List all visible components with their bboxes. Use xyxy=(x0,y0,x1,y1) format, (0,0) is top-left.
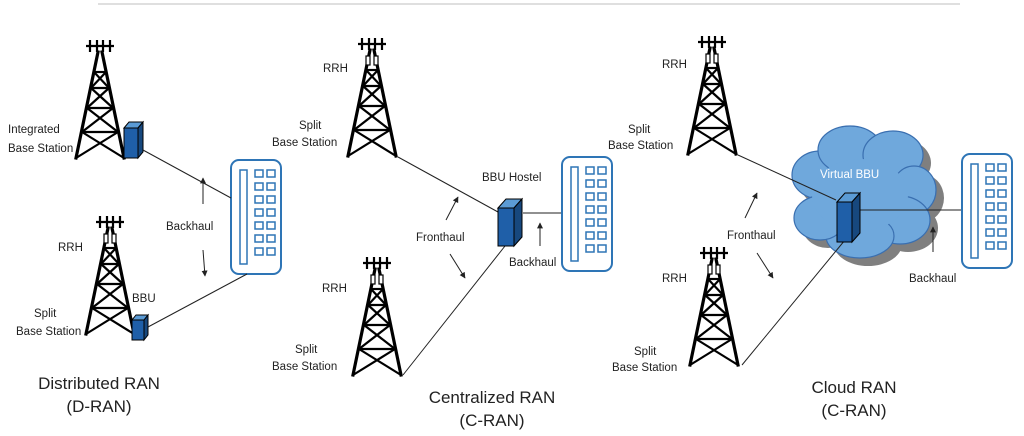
cran-fronthaul-arrow-down xyxy=(449,253,466,279)
cloudran-top-tower-icon xyxy=(686,34,738,156)
cloudran-backhaul-label: Backhaul xyxy=(909,273,956,285)
cloudran-split-bottom-label-1: Split xyxy=(634,346,657,358)
cloudran-bottom-tower-icon xyxy=(688,245,740,367)
cloudran-split-bottom-label-2: Base Station xyxy=(612,362,677,374)
cran-bbu-hostel-label: BBU Hostel xyxy=(482,172,541,184)
cloudran-virtual-bbu-label: Virtual BBU xyxy=(820,169,879,181)
dran-caption-1: Distributed RAN xyxy=(38,374,160,393)
cloudran-virtual-bbu-box xyxy=(835,191,862,244)
dran-integrated-label-1: Integrated xyxy=(8,124,60,136)
dran-backhaul-link-top xyxy=(142,149,232,199)
cran-rrh-top-label: RRH xyxy=(323,63,348,75)
cloudran-split-top-label-1: Split xyxy=(628,124,651,136)
dran-caption-2: (D-RAN) xyxy=(66,397,131,416)
dran-split-label-1: Split xyxy=(34,308,57,320)
cran-backhaul-label: Backhaul xyxy=(509,257,556,269)
cran-caption-1: Centralized RAN xyxy=(429,388,556,407)
cran-fronthaul-link-top xyxy=(397,156,499,213)
cloudran-fronthaul-link-bottom xyxy=(741,239,846,366)
dran-split-label-2: Base Station xyxy=(16,326,81,338)
cran-top-tower-icon xyxy=(346,36,398,158)
dran-rrh-label: RRH xyxy=(58,242,83,254)
dran-bbu-label: BBU xyxy=(132,293,156,305)
cran-split-top-label-1: Split xyxy=(299,120,322,132)
cran-fronthaul-label: Fronthaul xyxy=(416,232,465,244)
dran-backhaul-arrow-down xyxy=(201,249,208,277)
cloudran-section: RRH Split Base Station RRH Split Base St… xyxy=(608,34,1013,420)
dran-integrated-label-2: Base Station xyxy=(8,143,73,155)
dran-backhaul-label: Backhaul xyxy=(166,221,213,233)
cloudran-caption-1: Cloud RAN xyxy=(811,378,896,397)
cloudran-fronthaul-label: Fronthaul xyxy=(727,230,776,242)
dran-split-bbu-box xyxy=(130,313,150,342)
dran-integrated-tower-icon xyxy=(74,38,126,160)
dran-core-server-icon xyxy=(230,159,282,275)
cran-bbu-hostel-box xyxy=(496,197,524,248)
cloudran-fronthaul-arrow-up xyxy=(744,192,758,219)
dran-section: Integrated Base Station RRH BBU Split Ba… xyxy=(8,38,282,416)
cloudran-fronthaul-link-top xyxy=(737,154,837,201)
cloudran-cloud-icon xyxy=(791,125,944,266)
dran-backhaul-link-bottom xyxy=(147,273,248,328)
cloudran-caption-2: (C-RAN) xyxy=(821,401,886,420)
cran-core-server-icon xyxy=(561,156,613,272)
cloudran-core-server-icon xyxy=(961,153,1013,269)
cloudran-fronthaul-arrow-down xyxy=(756,252,774,279)
cran-section: RRH Split Base Station RRH Split Base St… xyxy=(272,36,613,430)
cran-split-bottom-label-2: Base Station xyxy=(272,361,337,373)
cloudran-split-top-label-2: Base Station xyxy=(608,140,673,152)
cloudran-rrh-top-label: RRH xyxy=(662,59,687,71)
cran-bottom-tower-icon xyxy=(351,255,403,377)
cran-caption-2: (C-RAN) xyxy=(459,411,524,430)
dran-split-tower-icon xyxy=(84,214,136,336)
cloudran-rrh-bottom-label: RRH xyxy=(662,273,687,285)
cran-fronthaul-arrow-up xyxy=(445,196,459,221)
cran-split-bottom-label-1: Split xyxy=(295,344,318,356)
dran-integrated-bbu-box xyxy=(122,120,145,160)
cran-rrh-bottom-label: RRH xyxy=(322,283,347,295)
cran-fronthaul-link-bottom xyxy=(402,245,506,376)
cran-split-top-label-2: Base Station xyxy=(272,137,337,149)
